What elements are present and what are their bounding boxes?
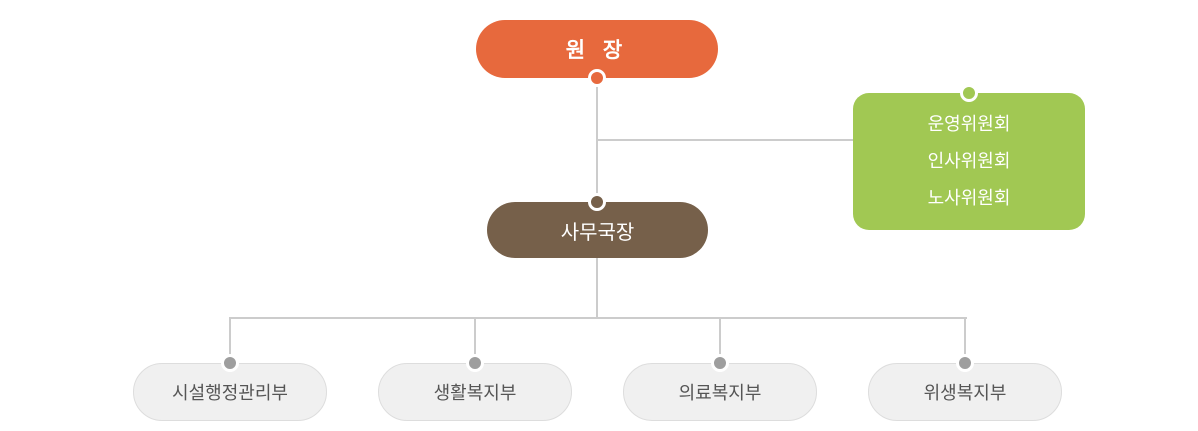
connector-drop-dept-3 — [719, 317, 721, 364]
committee-item-labor: 노사위원회 — [927, 188, 1011, 208]
connector-director-committees — [596, 139, 853, 141]
node-director-label: 원 장 — [565, 39, 629, 62]
dot-secretary-top — [588, 193, 606, 211]
node-director: 원 장 — [476, 20, 718, 78]
connector-secretary-trunk — [596, 258, 598, 319]
node-dept-living-welfare-label: 생활복지부 — [433, 383, 517, 403]
node-dept-facility-admin-label: 시설행정관리부 — [172, 383, 288, 403]
node-dept-facility-admin: 시설행정관리부 — [133, 363, 327, 421]
dot-dept-1-top — [221, 354, 239, 372]
connector-drop-dept-1 — [229, 317, 231, 364]
dot-committees-top — [960, 84, 978, 102]
node-dept-sanitation-welfare: 위생복지부 — [868, 363, 1062, 421]
dot-dept-4-top — [956, 354, 974, 372]
connector-drop-dept-4 — [964, 317, 966, 364]
node-dept-sanitation-welfare-label: 위생복지부 — [923, 383, 1007, 403]
node-secretary-general-label: 사무국장 — [560, 221, 635, 244]
committee-item-operating: 운영위원회 — [927, 114, 1011, 134]
node-secretary-general: 사무국장 — [487, 202, 708, 258]
connector-drop-dept-2 — [474, 317, 476, 364]
dot-director-bottom — [588, 69, 606, 87]
connector-departments-bus — [229, 317, 967, 319]
dot-dept-3-top — [711, 354, 729, 372]
node-committees: 운영위원회 인사위원회 노사위원회 — [853, 93, 1085, 230]
committee-item-personnel: 인사위원회 — [927, 151, 1011, 171]
node-dept-medical-welfare-label: 의료복지부 — [678, 383, 762, 403]
dot-dept-2-top — [466, 354, 484, 372]
